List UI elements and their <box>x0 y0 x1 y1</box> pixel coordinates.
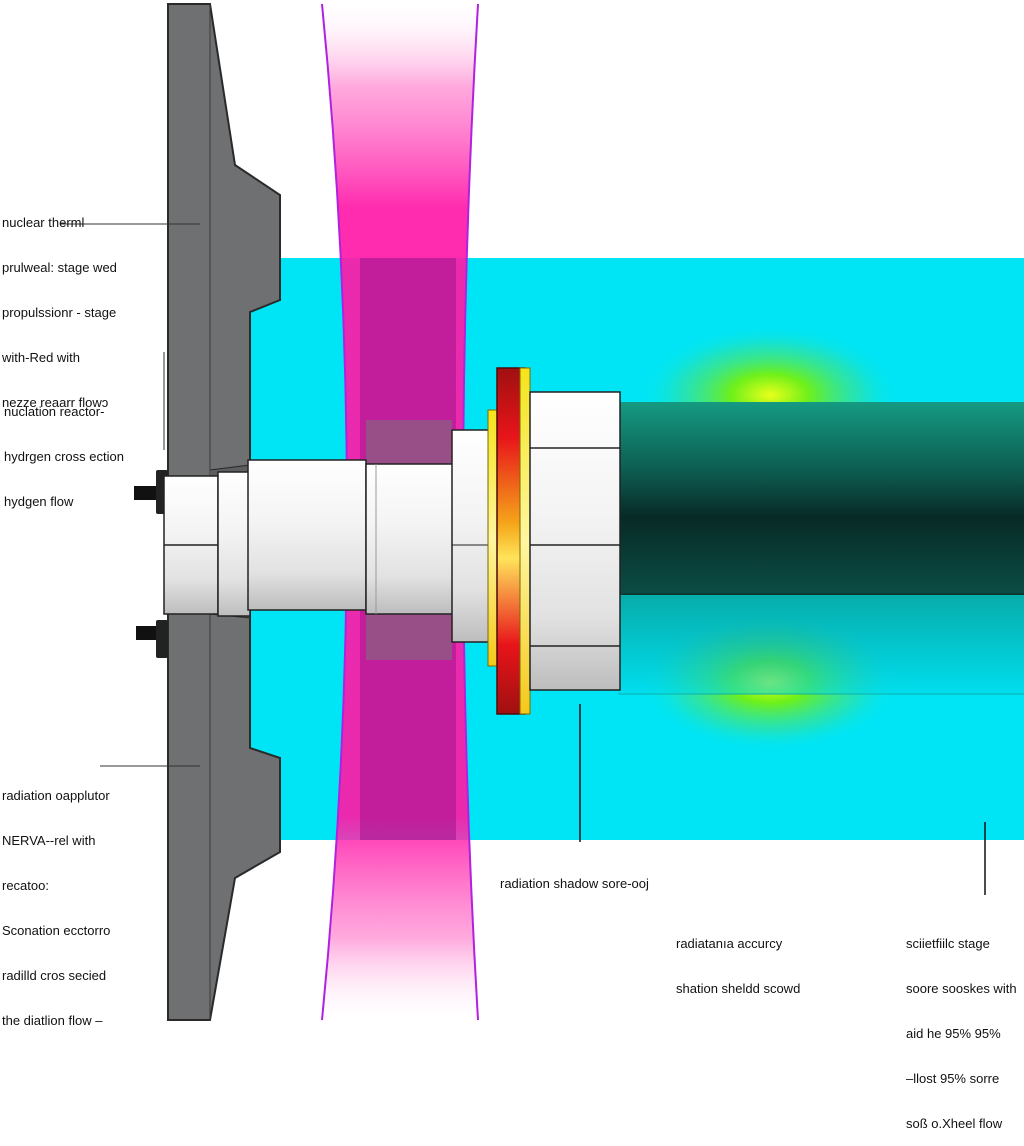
label-radiation-shadow: radiation shadow sore-ooj <box>500 876 649 891</box>
nozzle-exhaust-body <box>618 402 1024 594</box>
label-scientific-stage: sciietfiilc stage soore sooskes with aid… <box>906 936 1017 1131</box>
shaft-collar <box>451 429 493 643</box>
upper-bolt <box>134 470 168 514</box>
hydrogen-cross-section <box>365 463 455 615</box>
lower-bolt <box>136 620 168 658</box>
label-nuclear-thermal-stage: nuclear therml prulweal: stage wed propu… <box>2 215 117 410</box>
diagram-canvas <box>60 3 1024 1021</box>
nozzle-lower-band <box>618 594 1024 694</box>
label-radiation-accuracy: radiatanıa accurcy shation sheldd scowd <box>676 936 801 996</box>
label-radiation-applutor: radiation oapplutor NERVA--rel with reca… <box>2 788 111 1028</box>
label-nuclation-reactor: nuclation reactor- hydrgen cross ection … <box>4 404 124 509</box>
radiation-shield-block <box>529 391 621 691</box>
nuclear-thermal-diagram: nuclear therml prulweal: stage wed propu… <box>2 3 1024 1131</box>
reactor-shaft <box>247 459 367 611</box>
